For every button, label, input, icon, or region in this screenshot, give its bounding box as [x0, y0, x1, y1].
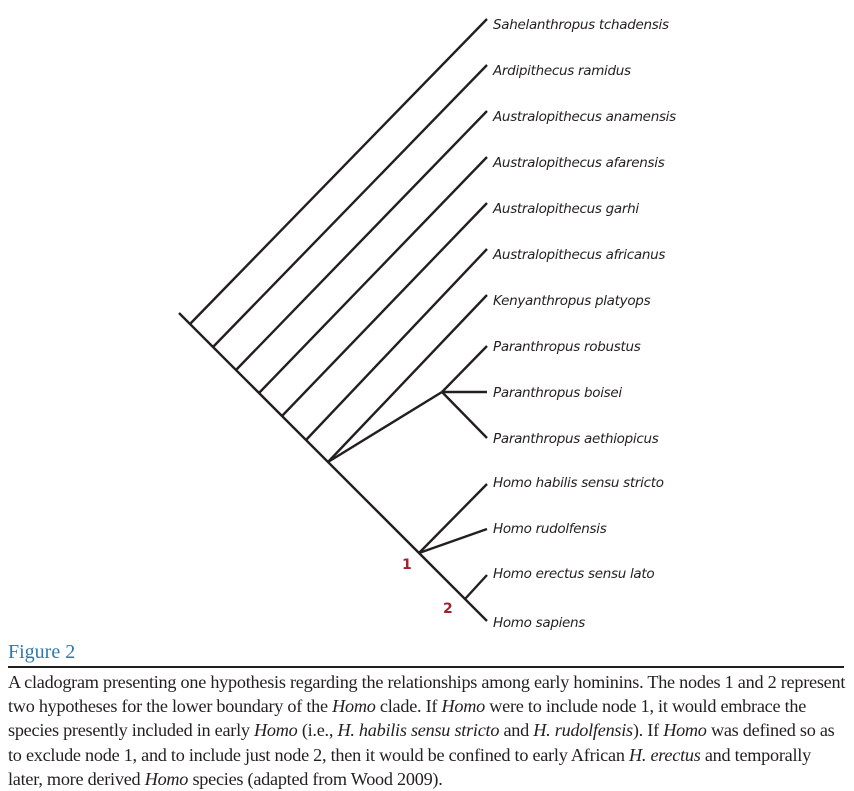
cladogram: Sahelanthropus tchadensis Ardipithecus r…	[178, 17, 676, 631]
branch-aethiopicus	[441, 391, 488, 439]
caption-divider	[8, 666, 844, 668]
taxon-label: Australopithecus afarensis	[492, 155, 665, 171]
caption-italic: Homo	[663, 720, 707, 741]
taxon-label: Homo sapiens	[493, 615, 585, 631]
caption-text: and temporally later, more derived	[8, 744, 811, 789]
caption-italic: Homo	[254, 720, 298, 741]
taxon-label: Australopithecus africanus	[492, 247, 665, 263]
caption-italic: Homo	[332, 696, 376, 717]
caption-italic: H. rudolfensis	[533, 720, 633, 741]
caption-italic: Homo	[144, 768, 189, 789]
cladogram-backbone	[178, 312, 488, 622]
branch-rudolfensis	[418, 527, 488, 555]
figure-title: Figure 2	[8, 641, 76, 663]
branch-ardipithecus	[212, 64, 488, 348]
branch-erectus	[464, 574, 488, 600]
caption-text: clade. If	[375, 696, 442, 717]
node-1-label: 1	[402, 557, 412, 573]
node-2-label: 2	[443, 601, 453, 617]
caption-italic: H. habilis sensu stricto	[337, 720, 500, 741]
caption-text: were to include node 1, it would embrace…	[8, 696, 807, 741]
figure-caption: A cladogram presenting one hypothesis re…	[8, 670, 848, 791]
branch-afarensis	[258, 156, 488, 394]
caption-text: ). If	[632, 720, 664, 741]
branch-kenyanthropus	[327, 294, 488, 463]
caption-text: was defined so as to exclude node 1, and…	[8, 720, 835, 765]
taxon-label: Paranthropus boisei	[493, 385, 622, 401]
taxon-label: Homo erectus sensu lato	[493, 566, 654, 582]
taxon-label: Ardipithecus ramidus	[492, 63, 631, 79]
taxon-label: Kenyanthropus platyops	[493, 293, 651, 309]
taxon-label: Paranthropus robustus	[493, 339, 641, 355]
taxon-label: Sahelanthropus tchadensis	[493, 17, 669, 33]
branch-paranthropus-stem	[327, 390, 443, 464]
branch-sahelanthropus	[189, 18, 488, 325]
caption-text: A cladogram presenting one hypothesis re…	[8, 672, 846, 717]
caption-italic: Homo	[441, 696, 486, 717]
taxon-label: Paranthropus aethiopicus	[493, 431, 659, 447]
caption-text: and	[499, 720, 534, 741]
caption-italic: H. erectus	[628, 744, 701, 765]
taxon-label: Australopithecus anamensis	[492, 109, 676, 125]
taxon-label: Australopithecus garhi	[492, 201, 639, 217]
taxon-label: Homo rudolfensis	[493, 521, 607, 537]
branch-garhi	[281, 202, 488, 417]
branch-africanus	[305, 248, 488, 441]
caption-text: (i.e.,	[297, 720, 338, 741]
branch-habilis	[418, 483, 488, 554]
branch-anamensis	[235, 110, 488, 371]
caption-text: species (adapted from Wood 2009).	[188, 768, 443, 789]
taxon-label: Homo habilis sensu stricto	[493, 475, 664, 491]
branch-robustus	[441, 345, 488, 393]
